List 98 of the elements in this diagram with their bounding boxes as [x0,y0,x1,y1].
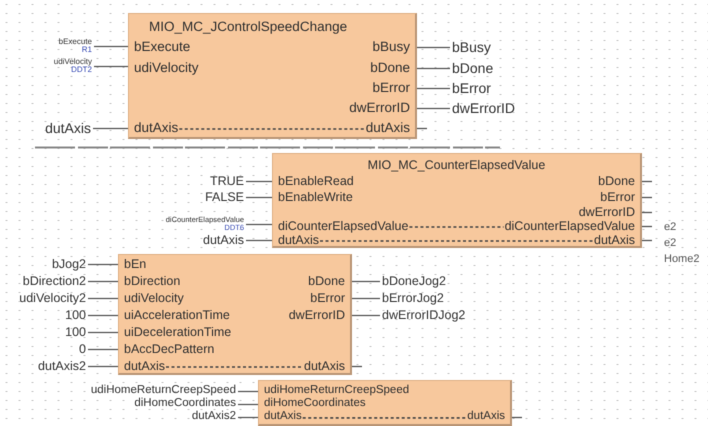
pin-label: dutAxis [278,232,319,248]
function-block [272,153,642,248]
pin-label: diCounterElapsedValue [504,218,635,234]
pin-label: dwErrorID [349,100,410,116]
pin-label: dwErrorID [288,308,345,322]
variable-label: 0 [79,342,86,356]
pin-label: bDone [598,174,635,188]
variable-label: dwErrorIDJog2 [382,308,466,322]
wire [417,68,450,70]
type-label: DDT2 [71,66,92,74]
wire [238,390,258,392]
pin-label: dutAxis [124,358,165,374]
wire [93,128,128,130]
block-title: MIO_MC_CounterElapsedValue [366,158,546,172]
pin-label: diCounterElapsedValue [278,218,408,234]
block-title: MIO_MC_JControlSpeedChange [149,19,348,35]
wire [238,416,258,418]
variable-label: dwErrorID [452,100,516,116]
pin-label: dutAxis [134,120,178,136]
wire [417,88,450,90]
wire [246,224,272,226]
pin-label: bDirection [124,274,180,288]
wire [88,366,118,368]
variable-label: bError [452,80,491,96]
pin-label: bEn [124,256,146,272]
wire [94,46,128,48]
pin-label: bError [310,290,345,306]
wire [246,180,272,182]
wire [642,180,652,182]
wire [352,314,380,316]
pin-label: diHomeCoordinates [264,397,366,410]
pin-label: udiVelocity [134,60,199,76]
wire [417,128,427,130]
variable-label: dutAxis [203,232,244,248]
wire [88,348,118,350]
variable-label: e2 [664,237,676,249]
variable-label: udiHomeReturnCreepSpeed [90,384,236,398]
pin-label: bEnableRead [278,174,354,188]
pin-label: bEnableWrite [278,190,353,204]
wire [352,366,362,368]
variable-label: 100 [65,308,86,322]
pin-label: bDone [370,60,410,76]
wire [246,240,272,242]
wire [417,46,450,48]
pin-label: dwErrorID [578,204,635,220]
wire [642,240,652,242]
wire [238,404,258,406]
wire [94,66,128,68]
variable-label: udiVelocity2 [19,290,86,306]
wire [512,416,522,418]
pin-label: udiVelocity [124,290,184,306]
pin-label: bAccDecPattern [124,342,214,356]
variable-label: e2 [664,221,676,233]
variable-label: diHomeCoordinates [134,397,236,410]
wire [88,332,118,334]
variable-label: FALSE [205,190,244,204]
variable-label: dutAxis2 [38,358,86,374]
variable-label: bBusy [452,38,491,56]
wire [352,280,380,282]
wire [417,108,450,110]
pin-label: bExecute [134,39,190,55]
variable-label: TRUE [210,174,244,188]
pin-label: bError [372,80,410,96]
variable-label: dutAxis2 [192,410,236,424]
variable-label: bDoneJog2 [382,274,446,288]
wire [88,280,118,282]
wire [88,264,118,266]
variable-label: bErrorJog2 [382,290,444,306]
pin-label: dutAxis [304,358,345,374]
wire [352,298,380,300]
type-label: R1 [80,46,92,54]
pin-label: bError [600,190,635,204]
wire [642,226,652,228]
pin-label: uiDecelerationTime [124,324,232,340]
function-block [258,380,512,426]
variable-label: bDone [452,60,494,76]
pin-label: uiAccelerationTime [124,308,230,322]
variable-label: bExecute [58,38,92,46]
pin-label: udiHomeReturnCreepSpeed [264,384,410,398]
pin-label: dutAxis [467,410,505,424]
variable-label: bDirection2 [22,274,86,288]
pin-label: bBusy [372,39,410,55]
variable-label: Home2 [664,253,700,265]
variable-label: 100 [65,324,86,340]
function-block [118,254,352,375]
pin-label: dutAxis [366,120,410,136]
pin-label: dutAxis [264,410,302,424]
variable-label: bJog2 [52,256,86,272]
wire [88,298,118,300]
wire [246,196,272,198]
wire [642,212,652,214]
wire [88,314,118,316]
wire [642,196,652,198]
variable-label: dutAxis [45,120,91,136]
pin-label: bDone [308,274,345,288]
function-block [128,13,417,139]
variable-label: udiVelocity [54,58,92,66]
pin-label: dutAxis [594,232,635,248]
